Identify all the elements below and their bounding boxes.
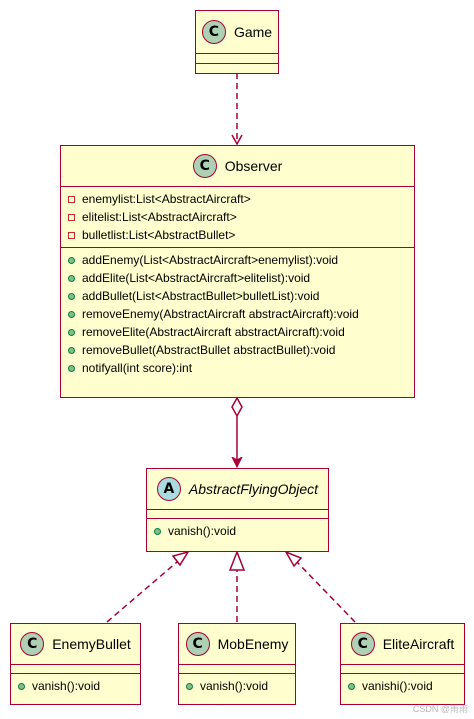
aggregation-diamond — [231, 396, 243, 418]
class-name: EliteAircraft — [382, 636, 455, 652]
private-field-icon — [68, 213, 75, 221]
method-row: removeBullet(AbstractBullet abstractBull… — [68, 341, 414, 359]
method-text: vanishi():void — [362, 679, 433, 693]
fields-section: enemylist:List<AbstractAircraft> eliteli… — [61, 186, 414, 247]
method-text: vanish():void — [200, 679, 269, 693]
methods-section: vanish():void — [179, 673, 295, 698]
fields-section — [11, 664, 140, 673]
public-method-icon — [68, 328, 75, 336]
field-text: enemylist:List<AbstractAircraft> — [82, 192, 251, 206]
watermark: CSDN @雨雨 — [412, 704, 468, 714]
method-row: vanish():void — [186, 677, 295, 695]
public-method-icon — [68, 346, 75, 354]
methods-section — [196, 63, 278, 64]
class-badge: C — [192, 154, 217, 178]
method-text: vanish():void — [32, 679, 101, 693]
method-row: removeElite(AbstractAircraft abstractAir… — [68, 323, 414, 341]
method-text: addBullet(List<AbstractBullet>bulletList… — [82, 289, 320, 303]
realization-triangle-eliteaircraft — [284, 550, 303, 568]
method-row: vanish():void — [18, 677, 140, 695]
method-text: addElite(List<AbstractAircraft>elitelist… — [82, 271, 311, 285]
class-name: Observer — [224, 158, 283, 174]
class-enemy-bullet[interactable]: C EnemyBullet vanish():void — [10, 623, 141, 705]
realization-triangle-enemybullet — [171, 550, 190, 567]
class-badge: C — [201, 20, 226, 44]
method-text: addEnemy(List<AbstractAircraft>enemylist… — [82, 253, 339, 267]
class-name: Game — [233, 24, 273, 40]
fields-section — [196, 53, 278, 63]
method-text: vanish():void — [168, 524, 237, 538]
class-name: MobEnemy — [217, 636, 289, 652]
class-badge: C — [185, 632, 210, 656]
class-header: C Game — [196, 11, 278, 53]
realization-triangle-mobenemy — [228, 549, 246, 571]
abstract-class-badge: A — [156, 477, 181, 501]
method-row: vanish():void — [154, 522, 328, 540]
public-method-icon — [186, 682, 193, 690]
public-method-icon — [68, 364, 75, 372]
class-observer[interactable]: C Observer enemylist:List<AbstractAircra… — [60, 145, 415, 398]
public-method-icon — [68, 310, 75, 318]
method-text: removeElite(AbstractAircraft abstractAir… — [82, 325, 345, 339]
method-text: removeEnemy(AbstractAircraft abstractAir… — [82, 307, 359, 321]
class-header: C Observer — [61, 146, 414, 186]
class-name: EnemyBullet — [52, 636, 131, 652]
class-header: C EnemyBullet — [11, 624, 140, 664]
fields-section — [179, 664, 295, 673]
method-row: addElite(List<AbstractAircraft>elitelist… — [68, 269, 414, 287]
private-field-icon — [68, 231, 75, 239]
public-method-icon — [154, 527, 161, 535]
field-row: bulletlist:List<AbstractBullet> — [68, 226, 414, 244]
method-row: vanishi():void — [348, 677, 464, 695]
methods-section: vanish():void — [11, 673, 140, 698]
public-method-icon — [348, 682, 355, 690]
method-row: addEnemy(List<AbstractAircraft>enemylist… — [68, 251, 414, 269]
method-row: notifyall(int score):int — [68, 359, 414, 377]
method-text: notifyall(int score):int — [82, 361, 193, 375]
class-game[interactable]: C Game — [195, 10, 279, 74]
field-row: enemylist:List<AbstractAircraft> — [68, 190, 414, 208]
methods-section: addEnemy(List<AbstractAircraft>enemylist… — [61, 247, 414, 380]
class-header: C MobEnemy — [179, 624, 295, 664]
fields-section — [147, 509, 328, 518]
method-text: removeBullet(AbstractBullet abstractBull… — [82, 343, 336, 357]
class-name: AbstractFlyingObject — [188, 481, 319, 497]
private-field-icon — [68, 195, 75, 203]
method-row: addBullet(List<AbstractBullet>bulletList… — [68, 287, 414, 305]
class-header: C EliteAircraft — [341, 624, 464, 664]
methods-section: vanish():void — [147, 518, 328, 543]
public-method-icon — [68, 256, 75, 264]
class-badge: C — [350, 632, 375, 656]
class-elite-aircraft[interactable]: C EliteAircraft vanishi():void — [340, 623, 465, 705]
field-text: elitelist:List<AbstractAircraft> — [82, 210, 237, 224]
class-header: A AbstractFlyingObject — [147, 469, 328, 509]
public-method-icon — [68, 274, 75, 282]
public-method-icon — [68, 292, 75, 300]
fields-section — [341, 664, 464, 673]
public-method-icon — [18, 682, 25, 690]
methods-section: vanishi():void — [341, 673, 464, 698]
class-badge: C — [20, 632, 45, 656]
class-abstract-flying-object[interactable]: A AbstractFlyingObject vanish():void — [146, 468, 329, 552]
realization-line-eliteaircraft — [296, 561, 356, 623]
field-row: elitelist:List<AbstractAircraft> — [68, 208, 414, 226]
method-row: removeEnemy(AbstractAircraft abstractAir… — [68, 305, 414, 323]
realization-line-enemybullet — [106, 561, 178, 623]
class-mob-enemy[interactable]: C MobEnemy vanish():void — [178, 623, 296, 705]
field-text: bulletlist:List<AbstractBullet> — [82, 228, 236, 242]
